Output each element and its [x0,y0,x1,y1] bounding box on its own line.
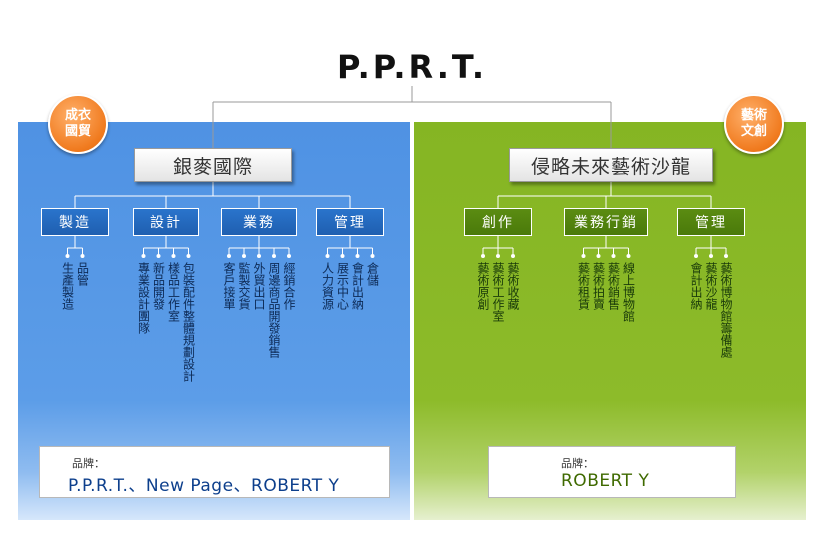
left-dept-1-item-0: 專業設計團隊 [136,262,151,334]
right-brand-box: 品牌： ROBERT Y [488,446,736,498]
left-badge-line-2: 國貿 [64,124,91,139]
connector-dot [694,254,698,258]
left-dept-0-item-1: 品管 [75,262,90,286]
right-brand-label: 品牌： [561,457,594,470]
right-dept-2-item-1: 藝術沙龍 [704,262,718,310]
right-dept-0-item-1: 藝術工作室 [491,262,505,322]
left-dept-3-item-2: 會計出納 [350,262,365,310]
connector-dot [340,254,345,258]
left-dept-1-item-3: 包裝配件整體規劃設計 [181,262,196,382]
right-dept-2-item-0: 會計出納 [689,262,703,310]
connector-dot [242,254,246,258]
left-company-node: 銀麥國際 [134,148,292,182]
right-dept-2: 管理 [677,208,745,236]
connector-dot [287,254,291,258]
connector-dot [227,254,231,258]
connector-dot [325,254,330,258]
left-dept-3-item-0: 人力資源 [320,262,335,310]
left-dept-2-item-4: 經銷合作 [282,262,296,310]
left-dept-2-item-1: 監製交貨 [237,262,251,310]
right-dept-1-item-0: 藝術租賃 [576,262,591,310]
left-dept-3-item-3: 倉儲 [365,262,380,286]
connector-dot [257,254,261,258]
right-dept-0-item-0: 藝術原創 [476,262,490,310]
left-dept-0: 製造 [41,208,109,236]
left-badge-line-1: 成衣 [64,108,91,123]
connector-dot [709,254,713,258]
right-dept-0: 創作 [464,208,532,236]
right-dept-0-item-2: 藝術收藏 [506,262,520,310]
connector-dot [186,254,191,258]
connector-dot [581,254,586,258]
left-dept-1-item-2: 樣品工作室 [166,262,181,322]
connector-dot [355,254,360,258]
right-dept-1: 業務行銷 [564,208,648,236]
left-dept-2: 業務 [221,208,297,236]
connector-dot [611,254,616,258]
left-dept-2-item-0: 客戶接單 [222,262,236,310]
left-dept-3: 管理 [316,208,384,236]
connector-dot [596,254,601,258]
right-dept-2-item-2: 藝術博物館籌備處 [719,262,733,358]
connector-dot [724,254,728,258]
connector-dot [141,254,146,258]
connector-dot [272,254,276,258]
right-brand-value: ROBERT Y [561,471,650,491]
connector-dot [65,254,70,258]
left-brand-label: 品牌： [72,457,105,470]
connector-dot [511,254,515,258]
right-badge-line-2: 文創 [740,124,767,139]
left-dept-1: 設計 [133,208,199,236]
left-dept-2-item-2: 外貿出口 [252,262,266,310]
right-category-badge: 藝術 文創 [724,94,784,154]
connector-dot [370,254,375,258]
right-dept-1-item-2: 藝術銷售 [606,262,621,310]
connector-dot [626,254,631,258]
left-brand-box: 品牌： P.P.R.T.、New Page、ROBERT Y [39,446,390,498]
connector-dot [156,254,161,258]
right-dept-1-item-1: 藝術拍賣 [591,262,606,310]
left-dept-0-item-0: 生產製造 [60,262,75,310]
left-dept-1-item-1: 新品開發 [151,262,166,310]
page-title: P.P.R.T. [337,48,487,86]
left-category-badge: 成衣 國貿 [48,94,108,154]
left-brand-value: P.P.R.T.、New Page、ROBERT Y [68,476,340,496]
connector-dot [481,254,485,258]
right-badge-line-1: 藝術 [740,108,767,123]
left-dept-3-item-1: 展示中心 [335,262,350,310]
right-dept-1-item-3: 線上博物館 [621,262,636,322]
left-dept-2-item-3: 周邊商品開發銷售 [267,262,281,358]
connector-dot [496,254,500,258]
connector-dot [171,254,176,258]
right-company-node: 侵略未來藝術沙龍 [509,148,713,182]
connector-dot [80,254,85,258]
